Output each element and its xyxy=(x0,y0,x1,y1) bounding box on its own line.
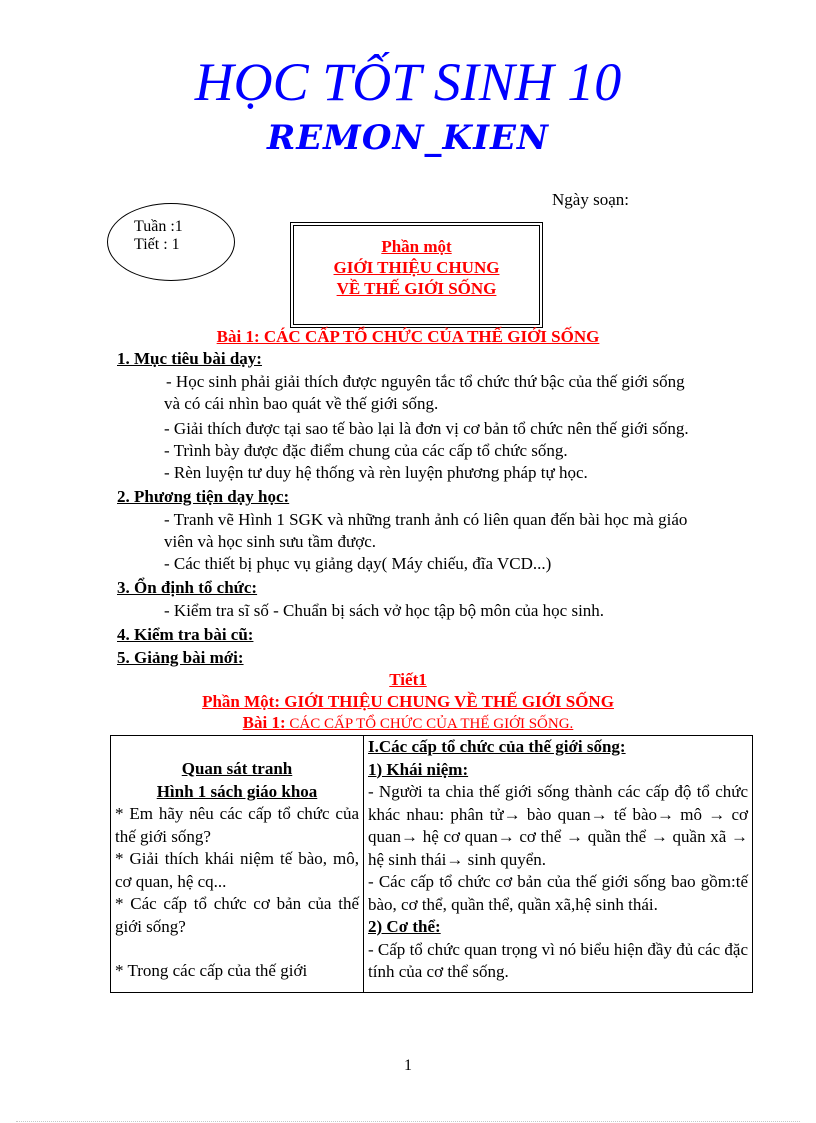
lesson-table: Quan sát tranh Hình 1 sách giáo khoa * E… xyxy=(110,735,753,993)
period-heading: Tiết1 xyxy=(389,670,427,689)
question-item: * Các cấp tổ chức cơ bản của thế giới số… xyxy=(115,894,359,936)
section-heading-objectives: 1. Mục tiêu bài dạy: xyxy=(117,349,262,368)
question-item: * Em hãy nêu các cấp tổ chức của thế giớ… xyxy=(115,804,359,846)
objective-line: và có cái nhìn bao quát về thế giới sống… xyxy=(164,394,439,413)
observe-heading: Quan sát tranh xyxy=(181,759,293,778)
teaching-aid-line: viên và học sinh sưu tầm được. xyxy=(164,532,377,551)
date-label: Ngày soạn: xyxy=(552,190,629,209)
content-heading: I.Các cấp tổ chức của thế giới sống: xyxy=(368,737,626,756)
part-title-line-2: VỀ THẾ GIỚI SỐNG xyxy=(336,279,497,298)
objective-line: - Trình bày được đặc điểm chung của các … xyxy=(164,441,568,460)
concept-subheading: 1) Khái niệm: xyxy=(368,759,469,779)
question-item: * Trong các cấp của thế giới xyxy=(115,961,308,980)
section-heading-new-lesson: 5. Giảng bài mới: xyxy=(117,648,244,667)
lesson-name: CÁC CẤP TỔ CHỨC CỦA THẾ GIỚI SỐNG. xyxy=(285,716,574,732)
part-title-box: Phần một GIỚI THIỆU CHUNG VỀ THẾ GIỚI SỐ… xyxy=(290,222,543,328)
organism-paragraph: - Cấp tổ chức quan trọng vì nó biểu hiện… xyxy=(368,939,748,982)
teacher-activities-cell: Quan sát tranh Hình 1 sách giáo khoa * E… xyxy=(110,735,364,993)
page-bottom-rule xyxy=(16,1121,800,1122)
lesson-prefix: Bài 1: xyxy=(242,713,286,732)
lesson-title: Bài 1: CÁC CẤP TỔ CHỨC CỦA THẾ GIỚI SỐNG xyxy=(216,327,600,346)
page-number: 1 xyxy=(404,1057,412,1074)
organism-subheading: 2) Cơ thể: xyxy=(368,917,441,936)
class-organization-line: - Kiểm tra sĩ số - Chuẩn bị sách vở học … xyxy=(164,601,605,620)
part-heading: Phần Một: GIỚI THIỆU CHUNG VỀ THẾ GIỚI S… xyxy=(202,692,614,711)
concept-paragraph: - Người ta chia thế giới sống thành các … xyxy=(368,782,748,869)
document-title: HỌC TỐT SINH 10 xyxy=(194,52,622,112)
part-label: Phần một xyxy=(381,237,452,256)
question-item: * Giải thích khái niệm tế bào, mô, cơ qu… xyxy=(115,849,359,891)
basic-levels-paragraph: - Các cấp tổ chức cơ bản của thế giới số… xyxy=(368,872,748,914)
teaching-aid-line: - Tranh vẽ Hình 1 SGK và những tranh ảnh… xyxy=(164,510,688,529)
week-period-ellipse: Tuần :1 Tiết : 1 xyxy=(107,203,235,281)
author-name: REMON_KIEN xyxy=(267,118,549,158)
teaching-aid-line: - Các thiết bị phục vụ giảng dạy( Máy ch… xyxy=(164,554,552,573)
content-cell: I.Các cấp tổ chức của thế giới sống: 1) … xyxy=(363,735,753,993)
objective-line: - Rèn luyện tư duy hệ thống và rèn luyện… xyxy=(164,463,588,482)
figure-heading: Hình 1 sách giáo khoa xyxy=(156,781,318,801)
section-heading-review: 4. Kiểm tra bài cũ: xyxy=(117,625,254,644)
period-label: Tiết : 1 xyxy=(134,236,180,253)
objective-line: - Giải thích được tại sao tế bào lại là … xyxy=(164,419,689,438)
section-heading-teaching-aids: 2. Phương tiện dạy học: xyxy=(117,487,290,506)
section-heading-class-organization: 3. Ổn định tổ chức: xyxy=(117,578,258,597)
week-label: Tuần :1 xyxy=(134,218,183,235)
lesson-heading: Bài 1: CÁC CẤP TỔ CHỨC CỦA THẾ GIỚI SỐNG… xyxy=(0,713,816,734)
part-title-line-1: GIỚI THIỆU CHUNG xyxy=(333,258,500,277)
objective-line: - Học sinh phải giải thích được nguyên t… xyxy=(166,372,685,391)
